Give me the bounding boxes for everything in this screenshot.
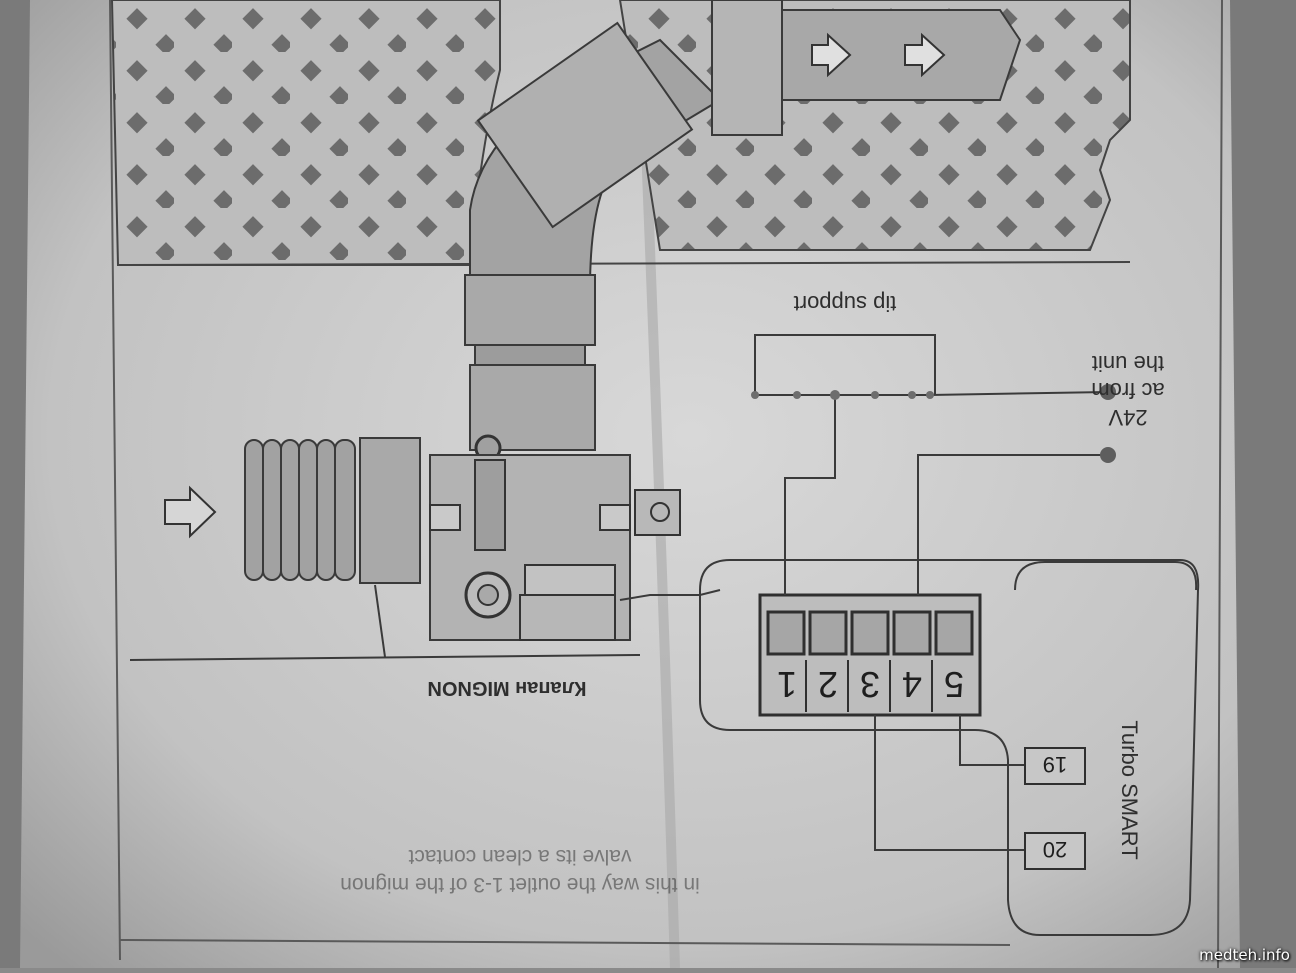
watermark: medteh.info [1199, 946, 1290, 964]
pin-19-wire [959, 715, 1025, 766]
pipe-horizontal [781, 9, 1022, 101]
page-border [109, 0, 1223, 969]
valve-mount [634, 489, 681, 536]
page-bottom-line [119, 939, 1011, 946]
unit-label: Turbo SMART [1117, 720, 1142, 859]
pipe-ring [474, 344, 586, 366]
valve-label: Клапан MIGNON [427, 677, 586, 699]
inlet-arrow-icon [164, 485, 217, 539]
terminal-slots [766, 610, 974, 656]
valve-leader [374, 584, 386, 658]
pin-20-box [1024, 832, 1086, 870]
note-line: in this way the outlet 1-3 of the mignon [340, 873, 700, 896]
valve-baseline [129, 654, 641, 661]
unit-outline [1014, 561, 1198, 591]
pipe-coupling [476, 21, 694, 229]
mount-hole-icon [650, 502, 670, 522]
pipe-section [464, 274, 596, 346]
pin-20-wire [874, 715, 1025, 851]
controller-outline [699, 559, 1200, 936]
pin-19-label: 19 [1043, 752, 1067, 777]
terminal-number: 2 [818, 664, 838, 705]
note-line: valve its a clean contact [408, 845, 631, 868]
pin-19-box [1024, 747, 1086, 785]
supply-label-line: the unit [1092, 351, 1164, 376]
valve-tab [429, 504, 461, 531]
lattice-baseline [117, 261, 1131, 266]
pipe-clamp [711, 0, 783, 136]
supply-terminal-icon [1100, 447, 1116, 463]
supply-terminal-icon [1100, 384, 1116, 400]
flow-arrow-icon [811, 32, 852, 78]
terminal-number: 1 [777, 664, 797, 705]
pin-20-label: 20 [1043, 837, 1067, 862]
junction-dots [751, 390, 934, 400]
valve-connector [524, 564, 616, 596]
valve-wire [619, 589, 721, 601]
valve-tab [599, 504, 631, 531]
terminal-number: 4 [902, 664, 922, 705]
corrugated-hose [244, 439, 356, 581]
flow-arrow-icon [904, 32, 946, 78]
supply-label-line: ac from [1091, 378, 1164, 403]
valve-base [519, 594, 616, 641]
terminal-number: 3 [860, 664, 880, 705]
supply-wires [754, 334, 1109, 595]
valve-stem [474, 459, 506, 551]
lattice-panel-left [110, 0, 501, 266]
support-label: tip support [794, 291, 897, 316]
inlet-collar [359, 437, 421, 584]
valve-wheel-hub [477, 584, 499, 606]
supply-label-line: 24V [1108, 405, 1147, 430]
terminal-number: 5 [944, 664, 964, 705]
